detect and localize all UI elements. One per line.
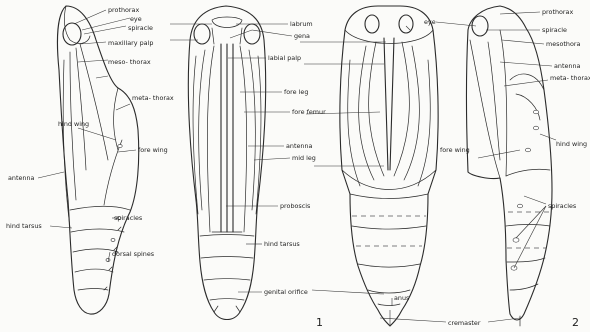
label-spiracles-right: spiracles xyxy=(548,202,577,210)
label-metathorax-left: meta- thorax xyxy=(132,94,174,102)
label-antenna-left: antenna xyxy=(8,174,35,182)
label-fore-wing-left: fore wing xyxy=(138,146,168,154)
label-eye-left: eye xyxy=(130,15,142,23)
labels: prothorax eye spiracle maxillary palp me… xyxy=(6,6,590,329)
label-antenna-center: antenna xyxy=(286,142,313,150)
label-mesothorax-left: meso- thorax xyxy=(108,58,151,66)
figure-number-2: 2 xyxy=(572,316,579,329)
label-dorsal-spines: dorsal spines xyxy=(112,250,155,258)
label-labrum: labrum xyxy=(290,20,313,28)
pupa-lateral-right xyxy=(467,6,553,326)
label-fore-leg: fore leg xyxy=(284,88,308,96)
figure-number-1: 1 xyxy=(316,316,323,329)
label-antenna-right: antenna xyxy=(554,62,581,70)
label-mesothorax-right: mesothora xyxy=(546,40,580,48)
label-hind-wing-left: hind wing xyxy=(58,120,89,128)
label-prothorax-left: prothorax xyxy=(108,6,139,14)
label-metathorax-right: meta- thorax xyxy=(550,74,590,82)
label-hind-tarsus-left: hind tarsus xyxy=(6,222,42,230)
label-hind-tarsus-center: hind tarsus xyxy=(264,240,300,248)
label-anus: anus xyxy=(394,294,410,302)
label-hind-wing-right: hind wing xyxy=(556,140,587,148)
label-maxillary-palp-text: maxillary palp xyxy=(108,39,153,47)
label-gena: gena xyxy=(294,32,310,40)
label-proboscis: proboscis xyxy=(280,202,311,210)
label-labial-palp: labial palp xyxy=(268,54,301,62)
label-prothorax-right: prothorax xyxy=(542,8,573,16)
label-fore-wing-right: fore wing xyxy=(440,146,470,154)
label-mid-leg: mid leg xyxy=(292,154,316,162)
label-eye-right: eye xyxy=(424,18,436,26)
label-spiracle-right: spiracle xyxy=(542,26,567,34)
label-spiracle-left: spiracle xyxy=(128,24,153,32)
label-genital-orifice: genital orifice xyxy=(264,288,308,296)
label-cremaster: cremaster xyxy=(448,319,481,327)
pupa-lateral-left xyxy=(57,6,138,314)
label-fore-femur: fore femur xyxy=(292,108,326,116)
pupa-ventral-center xyxy=(188,6,265,320)
label-spiracles-left: spiracles xyxy=(114,214,143,222)
label-maxillary-palp: maxillary palp xyxy=(108,39,153,47)
